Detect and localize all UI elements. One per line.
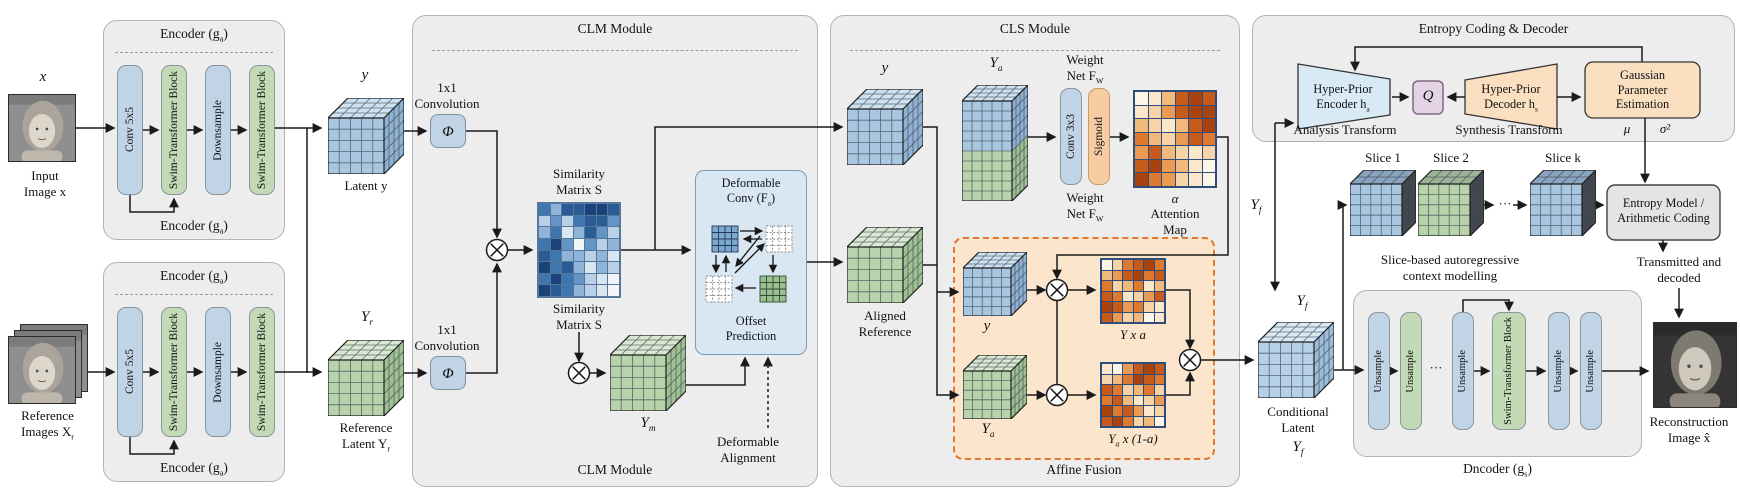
phi-bottom: Φ xyxy=(430,356,466,390)
ym-cube xyxy=(609,334,687,416)
cls-y-symbol: y xyxy=(881,60,889,76)
unsample-block-4: Unsample xyxy=(1548,312,1570,430)
slice2-label: Slice 2 xyxy=(1433,150,1469,165)
slice2-cube xyxy=(1417,169,1485,241)
mu-label: μ xyxy=(1623,121,1631,136)
decoder-bottom-label: Dncoder (gs) xyxy=(1463,461,1532,479)
latent-y-caption: Latent y xyxy=(344,178,388,193)
ya-stacked-cube xyxy=(961,84,1029,206)
conv1x1-top-label: 1x1 Convolution xyxy=(414,80,480,111)
downsample-block-2: Downsample xyxy=(205,307,231,437)
conv5x5-block-1: Conv 5x5 xyxy=(117,65,143,195)
encoder-bottom-divider xyxy=(115,294,273,295)
ya-symbol: Ya xyxy=(989,55,1003,74)
similarity-matrix xyxy=(537,202,621,298)
slice1-cube xyxy=(1349,169,1417,241)
ym-symbol: Ym xyxy=(640,415,656,434)
downsample-block-1: Downsample xyxy=(205,65,231,195)
cls-divider xyxy=(850,50,1220,51)
cls-title: CLS Module xyxy=(999,21,1071,36)
latent-y-cube xyxy=(327,97,405,179)
encoder-top-divider xyxy=(115,52,273,53)
hyper-prior-decoder-label: Hyper-Prior Decoder hs xyxy=(1481,82,1541,113)
slice-dots: ··· xyxy=(1498,196,1512,211)
swin-block-1b: Swim-Transformer Block xyxy=(249,65,275,195)
unsample-block-3: Unsample xyxy=(1452,312,1474,430)
deformable-conv-diagram-icon xyxy=(705,225,793,303)
attention-map xyxy=(1133,90,1217,188)
slice1-label: Slice 1 xyxy=(1365,150,1401,165)
encoder-bottom-title: Encoder (ga) xyxy=(160,268,228,286)
sigma2-label: σ² xyxy=(1659,121,1671,136)
yf-bottom-symbol: Yf xyxy=(1292,439,1304,458)
ref-latent-symbol: Yr xyxy=(361,309,373,328)
synthesis-transform-label: Synthesis Transform xyxy=(1455,122,1563,137)
affine-ya-cube xyxy=(962,354,1028,424)
hyper-prior-encoder-label: Hyper-Prior Encoder ha xyxy=(1313,82,1373,113)
affine-ya-symbol: Ya xyxy=(981,421,995,440)
ya-times-1a-label: Ya x (1-a) xyxy=(1108,431,1158,449)
defconv-title: Deformable Conv (Fa) xyxy=(721,176,781,207)
reference-images-caption: Reference Images Xr xyxy=(21,408,74,442)
similarity-label-bottom: Similarity Matrix S xyxy=(553,301,605,332)
reference-image-front xyxy=(8,336,76,404)
offset-prediction-label: Offset Prediction xyxy=(725,314,777,343)
weight-net-label-top: Weight Net FW xyxy=(1066,52,1104,86)
reconstruction-caption: Reconstruction Image x̂ xyxy=(1649,414,1729,445)
aligned-reference-label: Aligned Reference xyxy=(858,308,912,339)
y-times-a-label: Y x a xyxy=(1120,327,1146,342)
yf-top-symbol: Yf xyxy=(1296,293,1308,312)
entropy-model-label: Entropy Model / Arithmetic Coding xyxy=(1617,196,1710,225)
unsample-block-2: Unsample xyxy=(1400,312,1422,430)
slicek-cube xyxy=(1529,169,1597,241)
reconstruction-image xyxy=(1653,322,1737,408)
attention-map-label: Attention Map xyxy=(1150,206,1200,237)
encoder-bottom-bottom-label: Encoder (ga) xyxy=(160,460,228,478)
similarity-label-top: Similarity Matrix S xyxy=(553,166,605,197)
input-x-symbol: x xyxy=(39,69,47,85)
clm-divider xyxy=(432,50,798,51)
yf-line-label: Yf xyxy=(1250,197,1262,216)
swin-block-2b: Swim-Transformer Block xyxy=(249,307,275,437)
analysis-transform-label: Analysis Transform xyxy=(1293,122,1397,137)
conditional-latent-cube xyxy=(1257,321,1335,403)
input-image xyxy=(8,94,76,162)
decoder-dots: ··· xyxy=(1429,360,1443,375)
alpha-symbol: α xyxy=(1171,191,1179,206)
unsample-block-5: Unsample xyxy=(1580,312,1602,430)
affine-y-symbol: y xyxy=(983,318,991,334)
encoder-top-bottom-label: Encoder (ga) xyxy=(160,218,228,236)
sigmoid-block: Sigmoid xyxy=(1088,88,1110,185)
conv3x3-block: Conv 3x3 xyxy=(1060,88,1082,185)
input-image-caption: Input Image x xyxy=(23,168,67,199)
slicek-label: Slice k xyxy=(1545,150,1581,165)
quantizer-label: Q xyxy=(1422,88,1434,104)
y-times-a-heatmap xyxy=(1100,258,1166,324)
encoder-top-title: Encoder (ga) xyxy=(160,26,228,44)
swin-block-2a: Swim-Transformer Block xyxy=(161,307,187,437)
conv5x5-block-2: Conv 5x5 xyxy=(117,307,143,437)
latent-y-symbol: y xyxy=(361,67,369,83)
aligned-reference-cube xyxy=(846,226,924,308)
clm-bottom-label: CLM Module xyxy=(577,462,653,477)
weight-net-label-bottom: Weight Net FW xyxy=(1066,190,1104,224)
conv1x1-bottom-label: 1x1 Convolution xyxy=(414,322,480,353)
entropy-title: Entropy Coding & Decoder xyxy=(1418,21,1569,36)
slice-caption: Slice-based autoregressive context model… xyxy=(1380,252,1520,283)
gaussian-estimation-label: Gaussian Parameter Estimation xyxy=(1615,68,1670,111)
deformable-alignment-label: Deformable Alignment xyxy=(716,434,780,465)
ya-times-1a-heatmap xyxy=(1100,362,1166,428)
decoder-swin-block: Swim-Transformer Block xyxy=(1492,312,1526,430)
unsample-block-1: Unsample xyxy=(1368,312,1390,430)
ref-latent-cube xyxy=(327,339,405,421)
affine-y-cube xyxy=(962,251,1028,321)
affine-fusion-label: Affine Fusion xyxy=(1046,462,1122,477)
swin-block-1a: Swim-Transformer Block xyxy=(161,65,187,195)
clm-title: CLM Module xyxy=(577,21,653,36)
conditional-latent-label: Conditional Latent xyxy=(1267,404,1329,435)
cls-y-cube xyxy=(846,88,924,170)
phi-top: Φ xyxy=(430,114,466,148)
ref-latent-caption: Reference Latent Yr xyxy=(339,420,393,454)
transmitted-label: Transmitted and decoded xyxy=(1636,254,1722,285)
